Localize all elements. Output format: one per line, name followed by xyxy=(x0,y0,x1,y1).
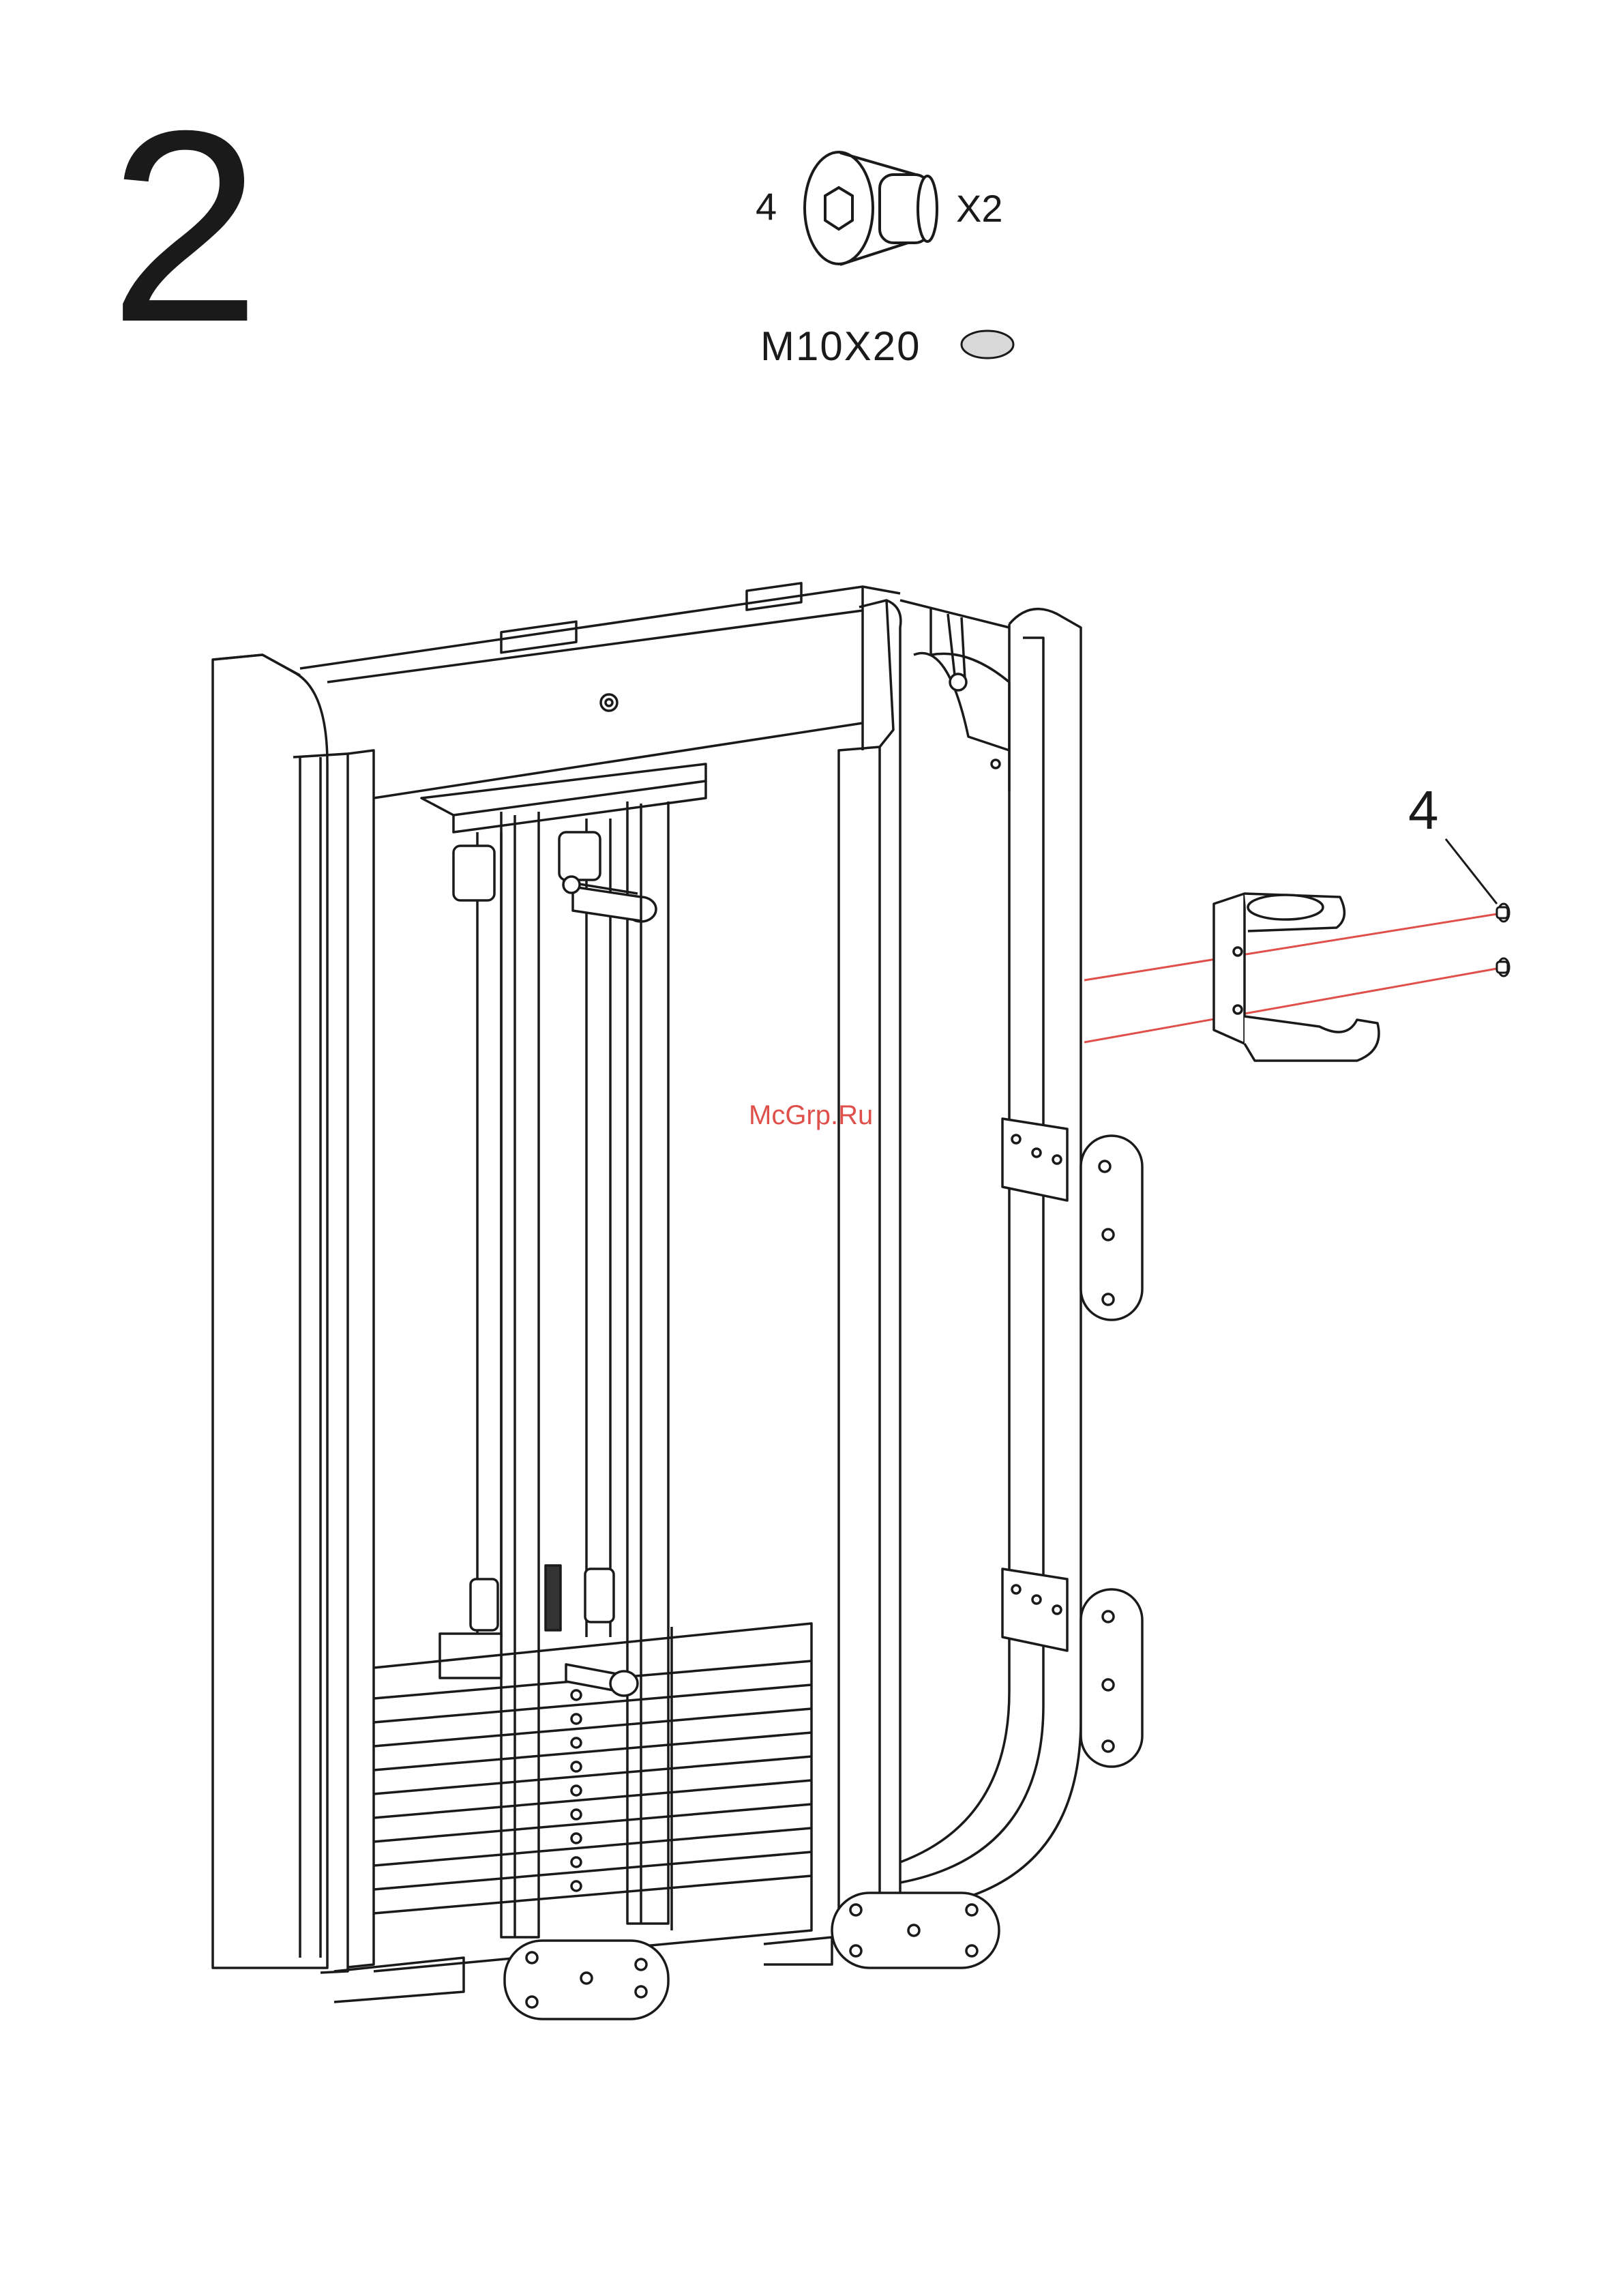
hex-socket-flat-head-bolt-icon xyxy=(1497,904,1509,922)
upper-pivot-plate xyxy=(1002,1119,1142,1320)
washer-icon xyxy=(962,331,1013,358)
part-callout: 4 xyxy=(1408,780,1497,904)
hardware-spec: M10X20 xyxy=(760,323,921,369)
watermark: McGrp.Ru xyxy=(749,1100,873,1130)
hardware-quantity: X2 xyxy=(956,187,1003,230)
cable-machine-frame xyxy=(213,583,1142,2019)
hardware-legend: 4 X2 M10X20 xyxy=(756,152,1013,369)
hardware-callout-number: 4 xyxy=(756,185,777,228)
insert-bolts xyxy=(1497,904,1509,976)
step-number: 2 xyxy=(109,74,260,379)
lower-pivot-plate xyxy=(1002,1569,1142,1767)
hex-socket-flat-head-bolt-icon xyxy=(805,152,937,265)
hex-socket-flat-head-bolt-icon xyxy=(1497,958,1509,976)
bottom-feet xyxy=(334,1893,999,2019)
part-callout-number: 4 xyxy=(1408,780,1439,840)
handle-holder-bracket-icon xyxy=(1214,894,1379,1061)
